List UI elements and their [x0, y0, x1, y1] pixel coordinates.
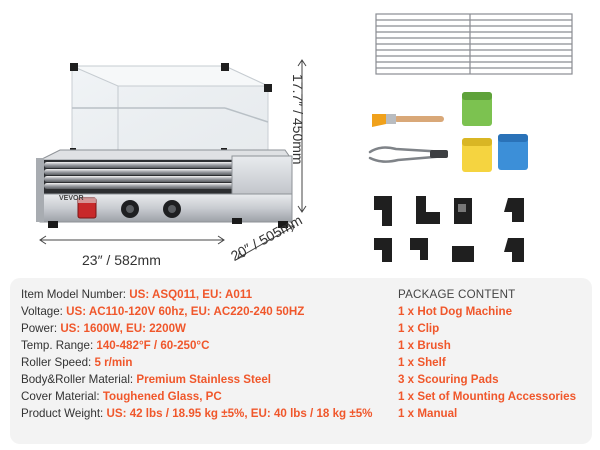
dimension-lines [39, 59, 307, 259]
shelf-image [375, 13, 573, 75]
spec-value: 5 r/min [94, 356, 133, 369]
specifications-list: Item Model Number: US: ASQ011, EU: A011 … [21, 286, 372, 422]
spec-row: Body&Roller Material: Premium Stainless … [21, 371, 372, 388]
package-item: 1 x Clip [398, 322, 440, 335]
hot-dog-machine-image [36, 13, 573, 262]
width-dimension-label: 23″ / 582mm [82, 252, 161, 268]
spec-label: Power: [21, 322, 61, 335]
spec-label: Item Model Number: [21, 288, 130, 301]
spec-value: Toughened Glass, PC [102, 390, 222, 403]
package-content-list: PACKAGE CONTENT 1 x Hot Dog Machine 1 x … [398, 286, 576, 422]
package-item: 1 x Manual [398, 407, 458, 420]
spec-row: Roller Speed: 5 r/min [21, 354, 372, 371]
spec-row: Temp. Range: 140-482°F / 60-250°C [21, 337, 372, 354]
spec-label: Body&Roller Material: [21, 373, 137, 386]
package-item: 3 x Scouring Pads [398, 373, 499, 386]
package-item: 1 x Brush [398, 339, 451, 352]
package-item: 1 x Shelf [398, 356, 446, 369]
package-title: PACKAGE CONTENT [398, 288, 516, 301]
spec-value: Premium Stainless Steel [136, 373, 272, 386]
spec-label: Roller Speed: [21, 356, 95, 369]
spec-row: Product Weight: US: 42 lbs / 18.95 kg ±5… [21, 405, 372, 422]
spec-value: US: AC110-120V 60hz, EU: AC220-240 50HZ [66, 305, 305, 318]
spec-value: US: ASQ011, EU: A011 [129, 288, 253, 301]
height-dimension-label-rotated: 17.7″ / 450mm [288, 74, 306, 194]
spec-row: Item Model Number: US: ASQ011, EU: A011 [21, 286, 372, 303]
mounting-accessories-image [374, 196, 524, 262]
spec-row: Power: US: 1600W, EU: 2200W [21, 320, 372, 337]
package-item: 1 x Hot Dog Machine [398, 305, 513, 318]
brush-image [372, 114, 444, 127]
spec-value: US: 1600W, EU: 2200W [60, 322, 186, 335]
scouring-pads-image [462, 92, 528, 172]
clip-image [368, 146, 448, 163]
spec-label: Product Weight: [21, 407, 107, 420]
spec-row: Voltage: US: AC110-120V 60hz, EU: AC220-… [21, 303, 372, 320]
brand-logo: VEVOR [59, 195, 84, 202]
height-dimension-text: 17.7″ / 450mm [290, 74, 306, 165]
machine-body [36, 149, 293, 228]
package-item: 1 x Set of Mounting Accessories [398, 390, 577, 403]
spec-value: US: 42 lbs / 18.95 kg ±5%, EU: 40 lbs / … [106, 407, 373, 420]
spec-label: Cover Material: [21, 390, 103, 403]
spec-label: Temp. Range: [21, 339, 97, 352]
spec-label: Voltage: [21, 305, 67, 318]
spec-row: Cover Material: Toughened Glass, PC [21, 388, 372, 405]
glass-cover [70, 63, 272, 170]
spec-value: 140-482°F / 60-250°C [96, 339, 210, 352]
info-panel [10, 278, 592, 444]
